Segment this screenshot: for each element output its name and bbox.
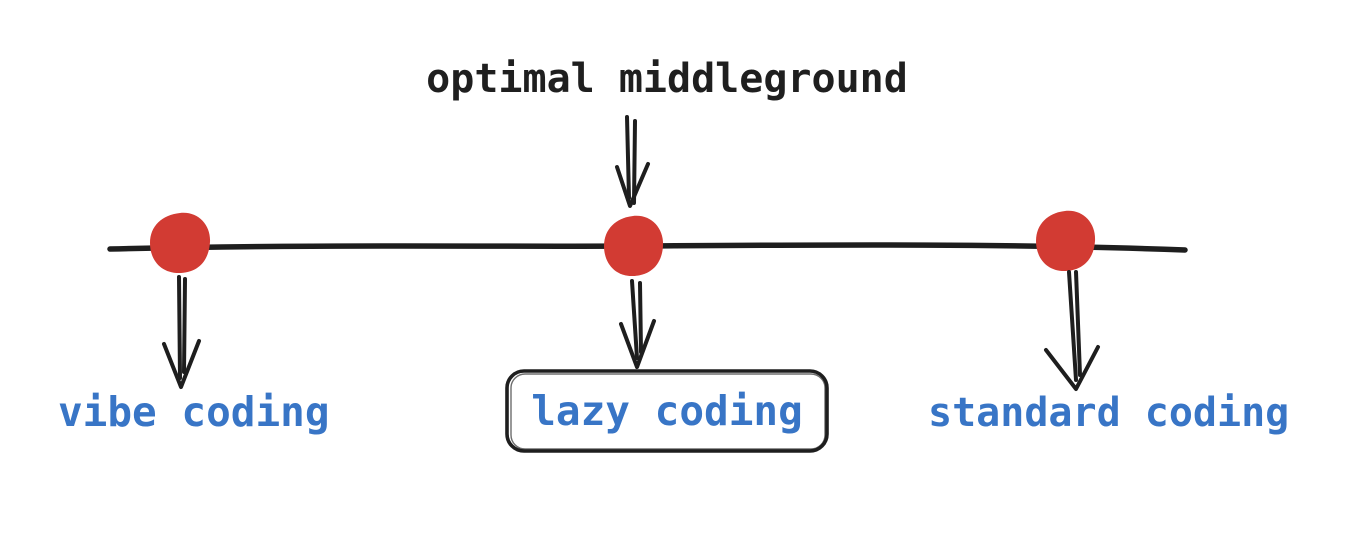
label-vibe-coding: vibe coding — [58, 388, 330, 436]
dot-vibe-coding — [150, 212, 211, 274]
arrow-dot-to-vibe-label — [162, 275, 201, 389]
arrow-title-to-middle-dot — [615, 115, 650, 208]
arrow-dot-to-lazy-label — [619, 279, 656, 369]
label-lazy-coding: lazy coding — [531, 387, 803, 435]
lazy-coding-box — [505, 369, 829, 453]
label-lazy-coding-boxed: lazy coding — [505, 369, 829, 453]
label-standard-coding: standard coding — [928, 390, 1290, 436]
dot-lazy-coding — [604, 215, 664, 277]
title-optimal-middleground: optimal middleground — [426, 56, 908, 102]
dot-standard-coding — [1036, 210, 1096, 272]
arrow-dot-to-standard-label — [1044, 270, 1100, 391]
